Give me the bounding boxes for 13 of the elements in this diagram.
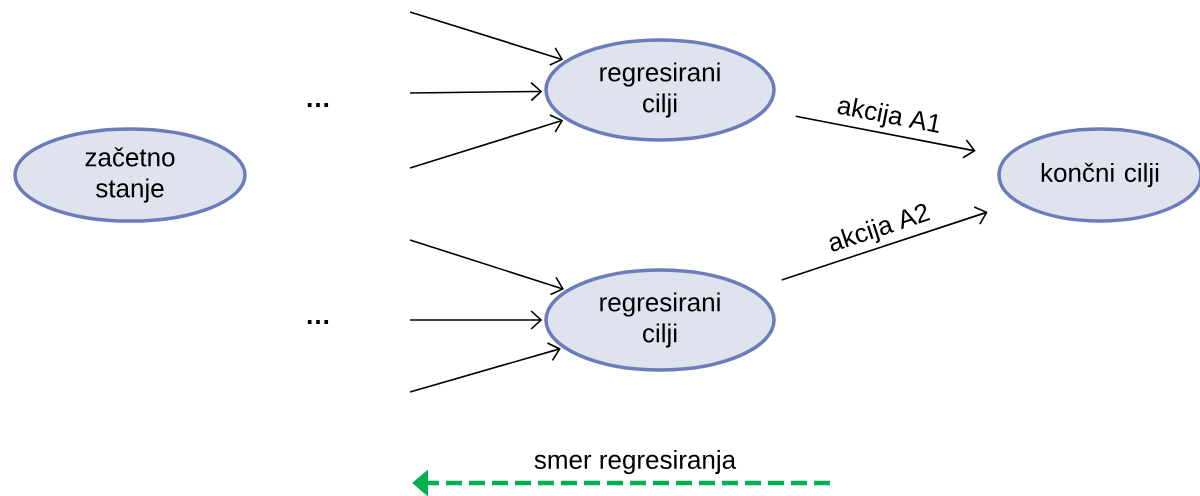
ellipsis: …: [307, 103, 329, 107]
edge-label: akcija A1: [837, 97, 939, 133]
arrow: [794, 115, 976, 159]
direction-label: smer regresiranja: [534, 449, 737, 475]
arrow: [409, 342, 561, 393]
arrow: [409, 310, 543, 330]
arrow: [780, 206, 988, 281]
ellipsis: …: [307, 320, 329, 324]
arrow: [409, 239, 564, 296]
arrow: [409, 11, 564, 66]
arrow: [409, 114, 564, 169]
arrow: [409, 81, 543, 102]
edge-label: akcija A2: [829, 203, 931, 252]
